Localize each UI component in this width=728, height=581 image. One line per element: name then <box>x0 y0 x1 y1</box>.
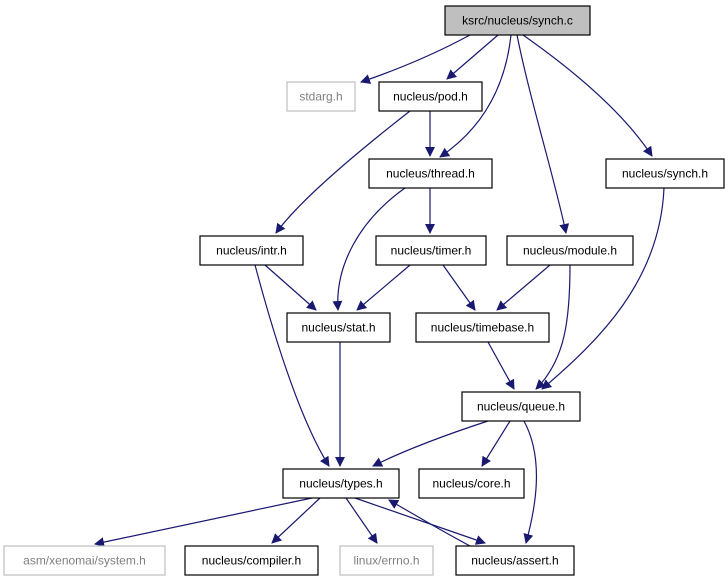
node-box-errno <box>339 545 434 576</box>
edge-root-to-stdarg <box>360 34 471 84</box>
node-stat[interactable]: nucleus/stat.h <box>286 312 391 343</box>
node-box-system <box>3 545 166 576</box>
node-label-core: nucleus/core.h <box>432 477 510 491</box>
node-label-assert: nucleus/assert.h <box>471 554 558 568</box>
node-errno[interactable]: linux/errno.h <box>339 545 434 576</box>
node-box-types <box>282 468 400 499</box>
node-box-thread <box>368 158 493 189</box>
edge-intr-to-stat <box>264 264 317 311</box>
edge-pod-to-intr <box>275 110 411 234</box>
node-label-intr: nucleus/intr.h <box>216 244 287 258</box>
node-assert[interactable]: nucleus/assert.h <box>455 545 575 576</box>
node-box-queue <box>461 391 581 422</box>
node-box-stat <box>286 312 391 343</box>
edge-timer-to-stat <box>356 264 411 311</box>
edge-types-to-errno <box>345 497 378 544</box>
node-queue[interactable]: nucleus/queue.h <box>461 391 581 422</box>
edge-module-to-timebase <box>496 264 551 311</box>
node-label-timebase: nucleus/timebase.h <box>431 321 534 335</box>
node-box-stdarg <box>286 81 356 112</box>
node-label-queue: nucleus/queue.h <box>477 400 565 414</box>
node-compiler[interactable]: nucleus/compiler.h <box>184 545 319 576</box>
node-box-root <box>444 5 591 36</box>
node-label-stdarg: stdarg.h <box>299 90 342 104</box>
node-label-synch_h: nucleus/synch.h <box>622 167 708 181</box>
node-timer[interactable]: nucleus/timer.h <box>375 235 487 266</box>
node-box-assert <box>455 545 575 576</box>
node-intr[interactable]: nucleus/intr.h <box>199 235 304 266</box>
node-timebase[interactable]: nucleus/timebase.h <box>415 312 550 343</box>
node-label-pod: nucleus/pod.h <box>393 90 468 104</box>
node-box-pod <box>378 81 483 112</box>
node-label-root: ksrc/nucleus/synch.c <box>462 14 573 28</box>
node-system[interactable]: asm/xenomai/system.h <box>3 545 166 576</box>
node-box-core <box>418 468 525 499</box>
node-label-types: nucleus/types.h <box>299 477 382 491</box>
edge-queue-to-types <box>372 420 489 467</box>
node-label-errno: linux/errno.h <box>353 554 419 568</box>
node-label-stat: nucleus/stat.h <box>301 321 375 335</box>
node-box-synch_h <box>605 158 725 189</box>
node-box-compiler <box>184 545 319 576</box>
edge-timer-to-timebase <box>442 264 476 311</box>
edge-synch_h-to-queue <box>541 187 665 390</box>
edge-thread-to-stat <box>332 187 406 311</box>
edge-root-to-thread <box>439 34 512 158</box>
node-pod[interactable]: nucleus/pod.h <box>378 81 483 112</box>
node-types[interactable]: nucleus/types.h <box>282 468 400 499</box>
edge-types-to-assert <box>354 497 486 545</box>
edges <box>94 34 665 548</box>
node-thread[interactable]: nucleus/thread.h <box>368 158 493 189</box>
edge-module-to-queue <box>535 264 571 390</box>
node-label-compiler: nucleus/compiler.h <box>202 554 301 568</box>
edge-root-to-synch_h <box>522 34 653 157</box>
edge-root-to-pod <box>446 34 499 80</box>
node-core[interactable]: nucleus/core.h <box>418 468 525 499</box>
node-box-module <box>506 235 634 266</box>
edge-assert-to-types <box>388 499 471 547</box>
node-label-timer: nucleus/timer.h <box>391 244 472 258</box>
edge-types-to-system <box>94 497 313 548</box>
nodes: ksrc/nucleus/synch.c stdarg.h nucleus/pod.… <box>3 5 725 576</box>
node-synch_h[interactable]: nucleus/synch.h <box>605 158 725 189</box>
edge-types-to-compiler <box>271 497 321 544</box>
node-root[interactable]: ksrc/nucleus/synch.c <box>444 5 591 36</box>
node-stdarg[interactable]: stdarg.h <box>286 81 356 112</box>
node-module[interactable]: nucleus/module.h <box>506 235 634 266</box>
edge-root-to-module <box>516 34 570 234</box>
edge-timebase-to-queue <box>487 341 515 390</box>
node-box-timebase <box>415 312 550 343</box>
edge-intr-to-types <box>254 264 330 467</box>
node-label-thread: nucleus/thread.h <box>386 167 475 181</box>
node-label-system: asm/xenomai/system.h <box>23 554 146 568</box>
node-label-module: nucleus/module.h <box>523 244 617 258</box>
node-box-intr <box>199 235 304 266</box>
edge-queue-to-core <box>481 420 511 467</box>
node-box-timer <box>375 235 487 266</box>
edge-queue-to-assert <box>523 420 538 544</box>
